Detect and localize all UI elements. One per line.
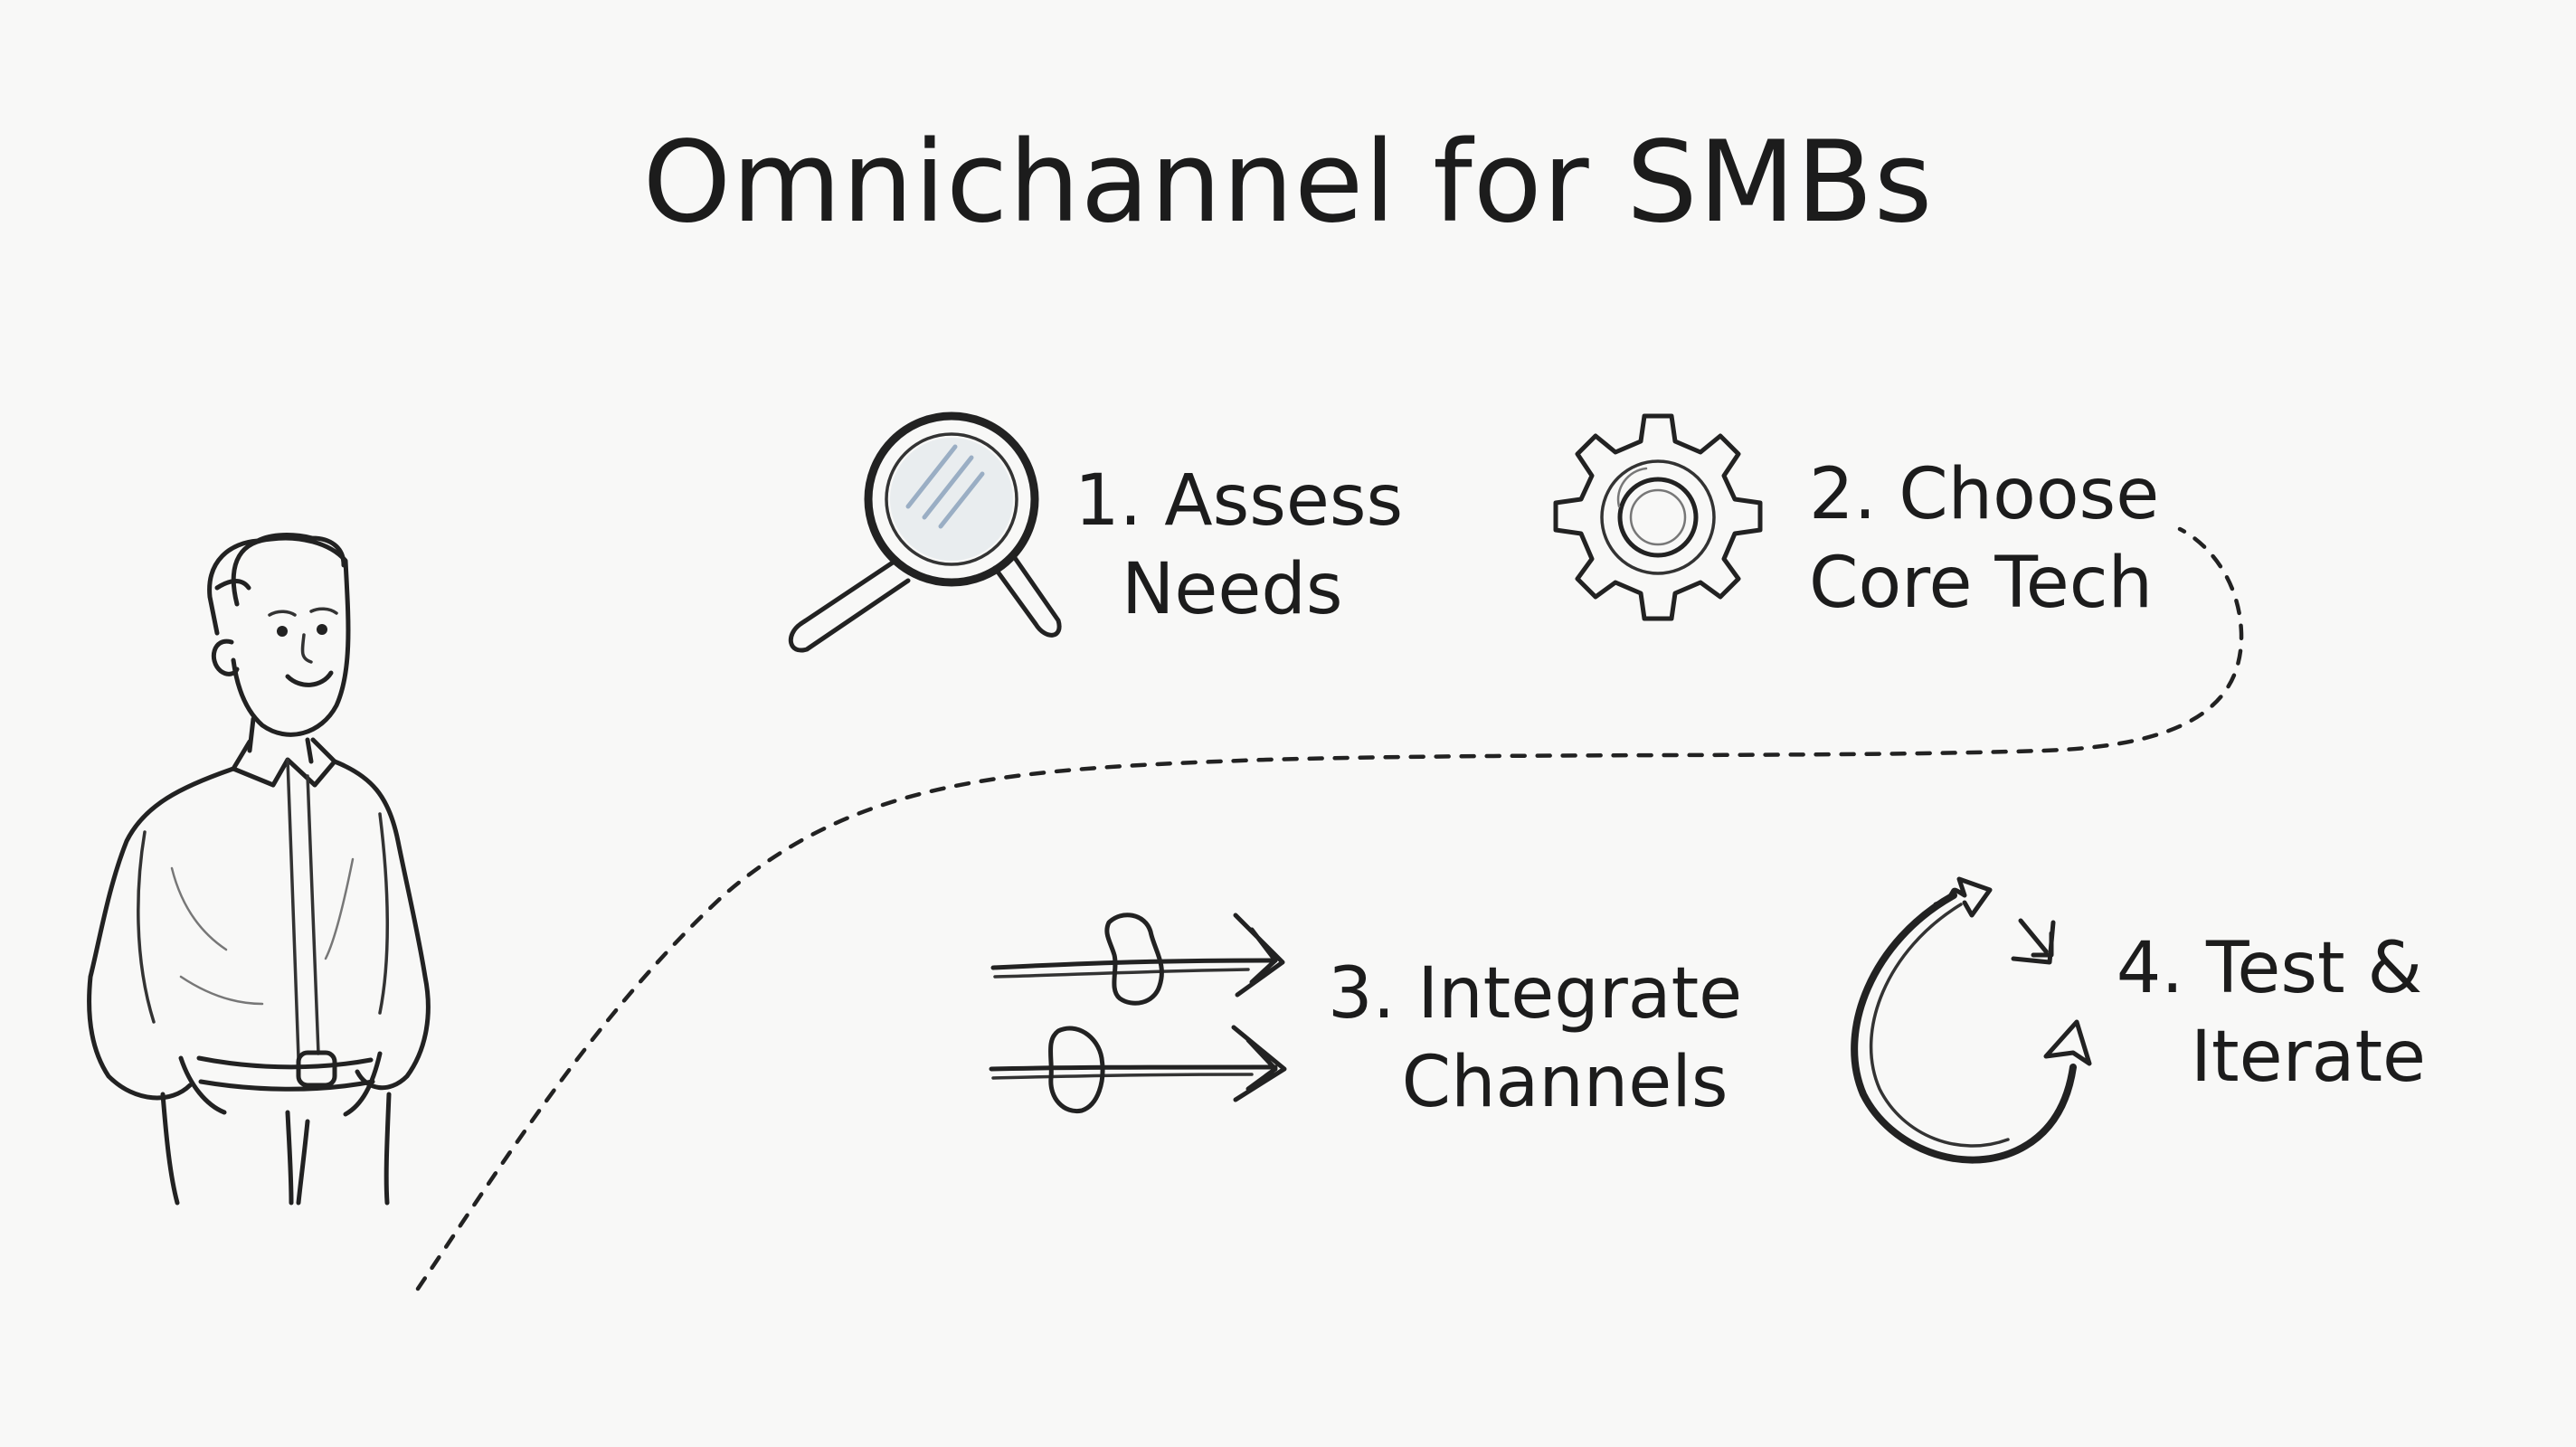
cycle-arrow-icon bbox=[1851, 876, 2092, 1164]
step-4-label: 4. Test & Iterate bbox=[2113, 924, 2426, 1102]
step-3-line2: Channels bbox=[1401, 1042, 1728, 1123]
page-title: Omnichannel for SMBs bbox=[642, 118, 1934, 248]
gear-icon bbox=[1553, 413, 1763, 621]
dashed-path bbox=[415, 526, 2244, 1291]
step-3-line1: 3. Integrate bbox=[1328, 953, 1743, 1035]
step-2-label: 2. Choose Core Tech bbox=[1809, 450, 2159, 628]
step-4-line2: Iterate bbox=[2191, 1017, 2427, 1098]
person-icon bbox=[87, 533, 431, 1206]
step-2-line1: 2. Choose bbox=[1809, 454, 2160, 535]
step-1-line2: Needs bbox=[1122, 549, 1343, 630]
step-3-label: 3. Integrate Channels bbox=[1328, 950, 1742, 1127]
magnifying-glass-icon bbox=[788, 411, 1062, 653]
step-1-label: 1. Assess Needs bbox=[1075, 457, 1403, 634]
arrows-icon bbox=[989, 913, 1287, 1114]
step-4-line1: 4. Test & bbox=[2116, 928, 2423, 1009]
step-2-line2: Core Tech bbox=[1809, 543, 2154, 624]
step-1-line1: 1. Assess bbox=[1075, 460, 1404, 542]
